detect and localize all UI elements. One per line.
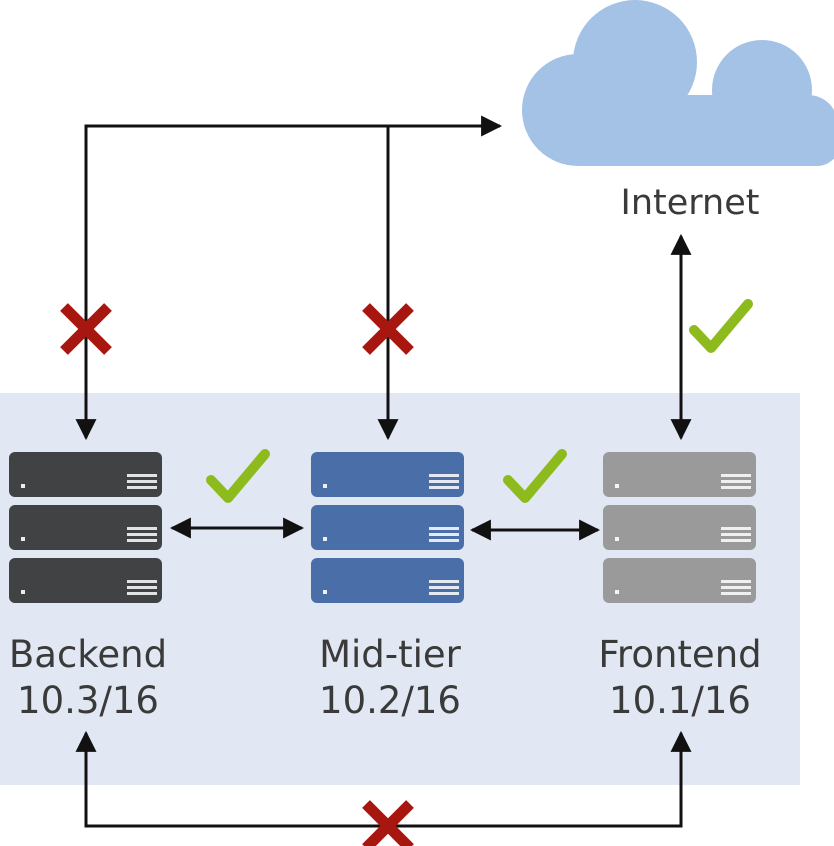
server-unit: [9, 505, 162, 550]
internet-label: Internet: [621, 183, 760, 223]
server-unit: [311, 558, 464, 603]
allowed-check-icon: [503, 449, 567, 503]
denied-x-icon: [362, 800, 414, 846]
status-marks: [60, 299, 753, 846]
server-unit: [603, 505, 756, 550]
server-unit: [9, 452, 162, 497]
backend-server-icon: [9, 452, 162, 603]
server-unit: [603, 558, 756, 603]
midtier-cidr-label: 10.2/16: [319, 679, 461, 722]
midtier-name-label: Mid-tier: [319, 633, 462, 676]
denied-x-icon: [362, 303, 414, 355]
frontend-server-icon: [603, 452, 756, 603]
backend-name-label: Backend: [9, 633, 167, 676]
denied-x-icon: [60, 303, 112, 355]
backend-cidr-label: 10.3/16: [17, 679, 159, 722]
frontend-cidr-label: 10.1/16: [609, 679, 751, 722]
frontend-name-label: Frontend: [598, 633, 761, 676]
server-unit: [311, 505, 464, 550]
server-unit: [311, 452, 464, 497]
connection-backend-internet: [75, 115, 503, 441]
midtier-server-icon: [311, 452, 464, 603]
server-unit: [603, 452, 756, 497]
server-unit: [9, 558, 162, 603]
allowed-check-icon: [206, 449, 270, 503]
allowed-check-icon: [689, 299, 753, 353]
cloud-icon: [522, 0, 834, 166]
